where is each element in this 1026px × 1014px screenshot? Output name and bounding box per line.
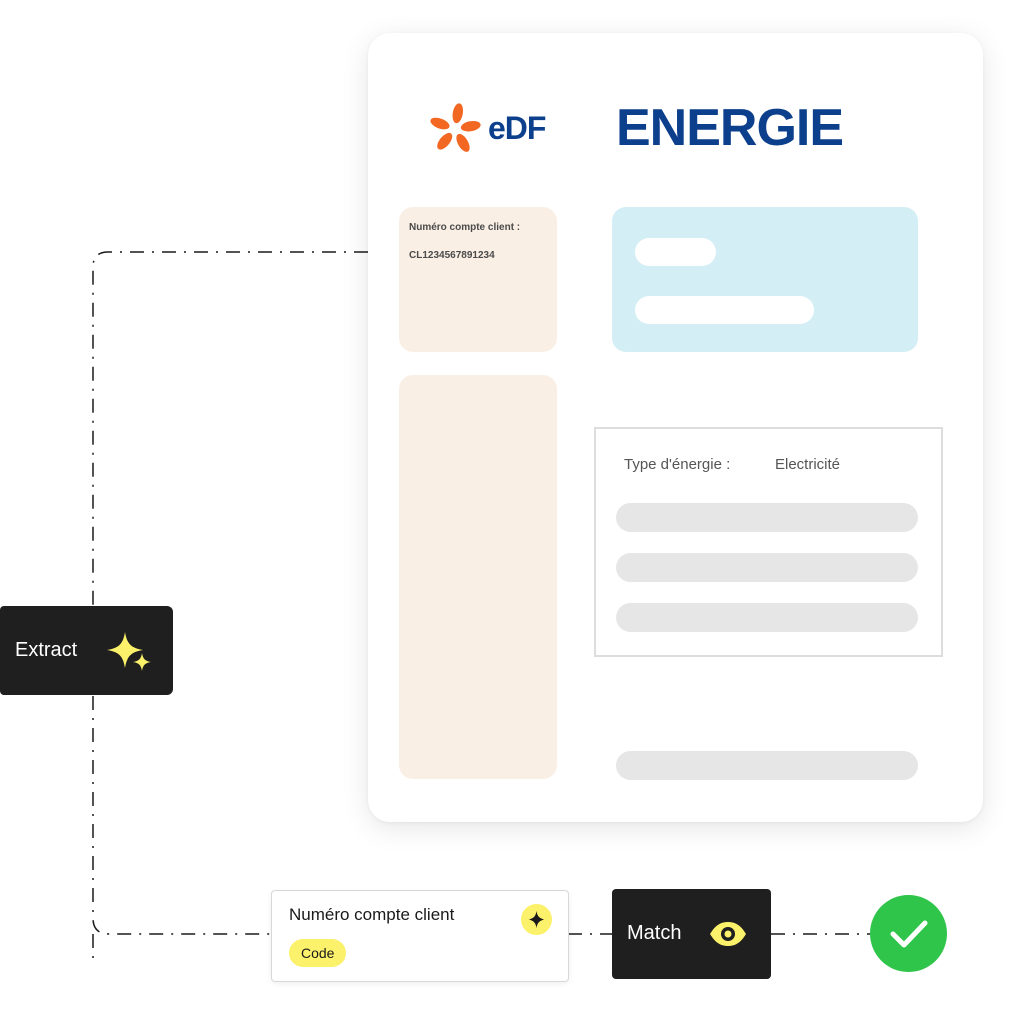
eye-icon [710, 922, 746, 946]
sparkle-icon [521, 904, 552, 935]
extract-button[interactable] [0, 606, 173, 695]
match-button-label: Match [627, 922, 682, 944]
placeholder-line [635, 296, 814, 324]
sparkles-icon [107, 632, 151, 671]
edf-logo-icon [430, 103, 481, 152]
energy-type-value: Electricité [775, 456, 841, 473]
placeholder-line [635, 238, 716, 266]
placeholder-line [616, 751, 918, 780]
edf-logo-text: eDF [488, 110, 546, 146]
extract-button-label: Extract [15, 639, 78, 661]
energy-type-label: Type d'énergie : [624, 456, 731, 473]
client-account-value: CL1234567891234 [409, 250, 495, 261]
success-check-icon [870, 895, 947, 972]
placeholder-line [616, 553, 918, 582]
client-account-box [399, 207, 557, 352]
document-heading: ENERGIE [616, 99, 844, 157]
placeholder-line [616, 503, 918, 532]
client-account-label: Numéro compte client : [409, 222, 521, 233]
field-type-tag: Code [289, 939, 347, 967]
address-block [612, 207, 918, 352]
side-panel-placeholder [399, 375, 557, 779]
placeholder-line [616, 603, 918, 632]
field-title: Numéro compte client [289, 905, 455, 924]
